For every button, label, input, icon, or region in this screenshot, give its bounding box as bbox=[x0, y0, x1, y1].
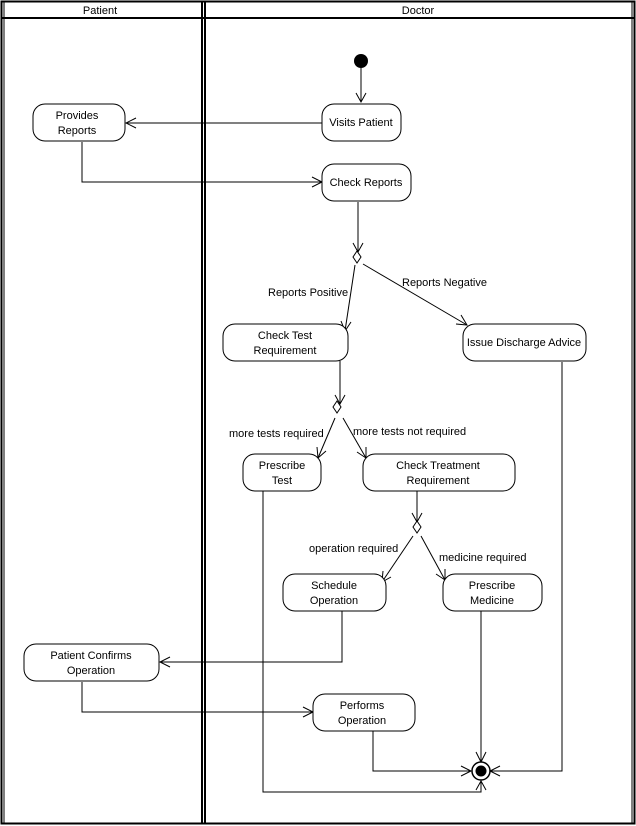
decision-test-requirement bbox=[332, 400, 342, 414]
edge-label-medicine-required: medicine required bbox=[439, 552, 526, 564]
node-label-line: Patient Confirms bbox=[50, 650, 132, 662]
lane-title-doctor: Doctor bbox=[402, 5, 435, 17]
activity-prescribe-medicine: Prescribe Medicine bbox=[442, 573, 543, 612]
node-label-line: Operation bbox=[310, 595, 358, 607]
node-label-line: Test bbox=[272, 475, 292, 487]
activity-provides-reports: Provides Reports bbox=[32, 103, 126, 142]
activity-schedule-operation: Schedule Operation bbox=[282, 573, 387, 612]
activity-prescribe-test: Prescribe Test bbox=[242, 453, 322, 492]
start-node bbox=[354, 54, 368, 68]
edge-label-reports-positive: Reports Positive bbox=[268, 287, 348, 299]
edge-label-more-tests-not-required: more tests not required bbox=[353, 426, 466, 438]
node-label-line: Check Reports bbox=[330, 177, 403, 189]
decision-reports bbox=[352, 250, 362, 264]
node-label-line: Reports bbox=[58, 125, 97, 137]
activity-visits-patient: Visits Patient bbox=[321, 103, 402, 142]
node-label-line: Schedule bbox=[311, 580, 357, 592]
node-label-line: Visits Patient bbox=[329, 117, 392, 129]
node-label-line: Issue Discharge Advice bbox=[467, 337, 581, 349]
activity-performs-operation: Performs Operation bbox=[312, 693, 416, 732]
edge-label-operation-required: operation required bbox=[309, 543, 398, 555]
end-node bbox=[471, 761, 491, 781]
node-label-line: Requirement bbox=[254, 345, 317, 357]
activity-issue-discharge-advice: Issue Discharge Advice bbox=[462, 323, 587, 362]
activity-check-reports: Check Reports bbox=[321, 163, 412, 202]
node-label-line: Prescribe bbox=[259, 460, 305, 472]
activity-patient-confirms-operation: Patient Confirms Operation bbox=[23, 643, 160, 682]
node-label-line: Requirement bbox=[407, 475, 470, 487]
node-label-line: Medicine bbox=[470, 595, 514, 607]
node-label-line: Performs bbox=[340, 700, 385, 712]
node-label-line: Check Treatment bbox=[396, 460, 480, 472]
edge-label-reports-negative: Reports Negative bbox=[402, 277, 487, 289]
edge-label-more-tests-required: more tests required bbox=[229, 428, 324, 440]
node-label-line: Operation bbox=[338, 715, 386, 727]
activity-check-test-requirement: Check Test Requirement bbox=[222, 323, 349, 362]
node-label-line: Operation bbox=[67, 665, 115, 677]
edges bbox=[81, 68, 563, 793]
activity-check-treatment-requirement: Check Treatment Requirement bbox=[362, 453, 516, 492]
node-label-line: Prescribe bbox=[469, 580, 515, 592]
node-label-line: Check Test bbox=[258, 330, 312, 342]
node-label-line: Provides bbox=[56, 110, 99, 122]
lane-title-patient: Patient bbox=[83, 5, 117, 17]
decision-treatment-requirement bbox=[412, 520, 422, 534]
